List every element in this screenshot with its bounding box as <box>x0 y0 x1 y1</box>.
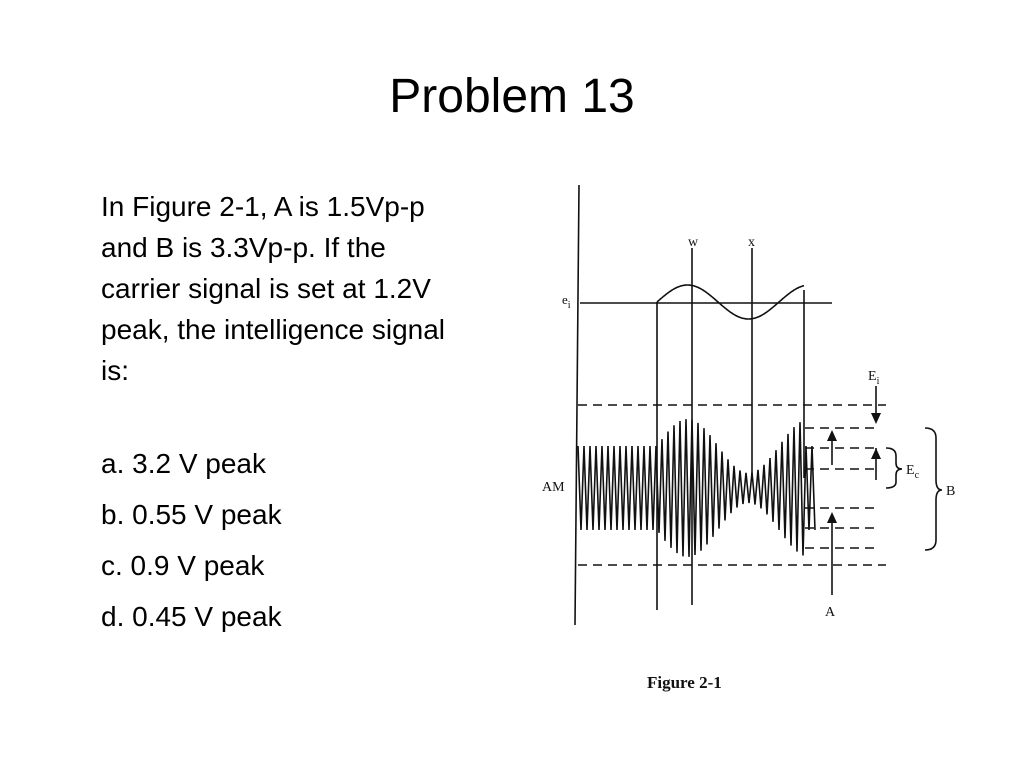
slide-title: Problem 13 <box>389 70 635 123</box>
option-d: d. 0.45 V peak <box>101 601 282 632</box>
brace-ec <box>885 447 903 489</box>
label-A: A <box>825 605 836 620</box>
option-b: b. 0.55 V peak <box>101 499 282 530</box>
label-AM: AM <box>542 480 565 495</box>
option-a: a. 3.2 V peak <box>101 448 267 479</box>
label-x: x <box>748 235 755 250</box>
am-waveform-diagram: w x ei Ei Ec B AM A Figure 2-1 <box>542 184 955 692</box>
label-Ei: Ei <box>868 369 880 387</box>
am-carrier <box>577 419 816 557</box>
label-w: w <box>688 235 699 250</box>
option-c: c. 0.9 V peak <box>101 550 265 581</box>
arrow-ei-head <box>871 413 881 424</box>
answer-options: a. 3.2 V peak b. 0.55 V peak c. 0.9 V pe… <box>101 438 471 642</box>
label-Ec: Ec <box>906 463 920 481</box>
question-text: In Figure 2-1, A is 1.5Vp-p and B is 3.3… <box>101 191 446 386</box>
label-ei: ei <box>562 292 571 311</box>
am-waveform-figure: w x ei Ei Ec B AM A Figure 2-1 <box>520 180 980 700</box>
intelligence-sine <box>656 284 805 320</box>
brace-b <box>924 427 943 551</box>
vertical-axis <box>574 184 580 626</box>
label-B: B <box>946 484 955 499</box>
arrow-ec-head <box>871 448 881 459</box>
dashed-levels <box>578 404 886 566</box>
arrow-a-top-head <box>827 430 837 441</box>
arrow-a-head <box>827 512 837 523</box>
figure-caption: Figure 2-1 <box>647 673 722 692</box>
problem-body: In Figure 2-1, A is 1.5Vp-p and B is 3.3… <box>101 186 471 642</box>
